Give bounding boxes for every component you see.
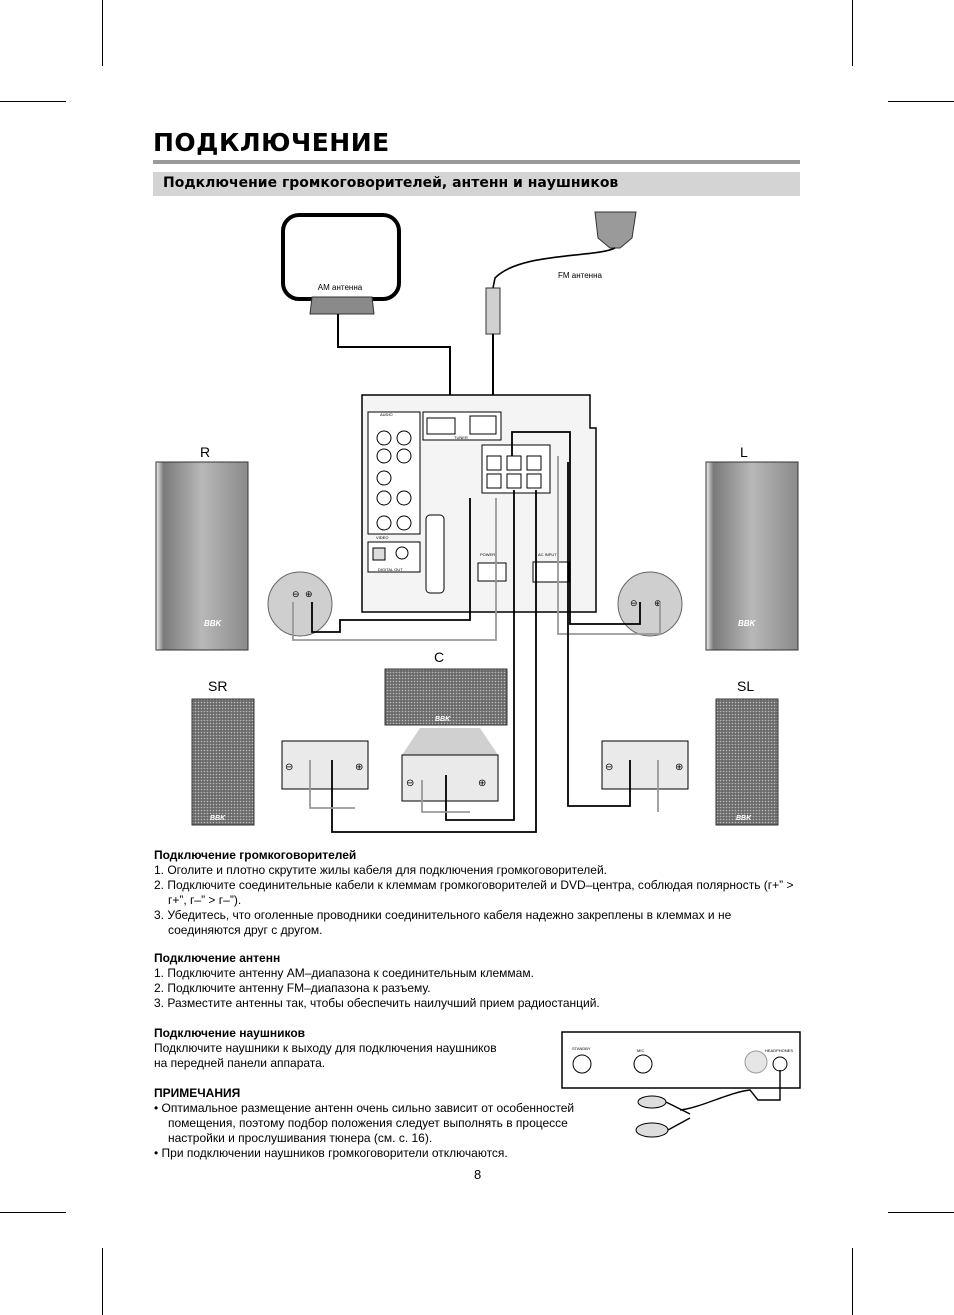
svg-text:⊖: ⊖	[406, 778, 414, 789]
speaker-c: C BBK ⊖ ⊕	[384, 649, 508, 802]
svg-text:DIGITAL OUT: DIGITAL OUT	[378, 567, 403, 572]
svg-text:SR: SR	[208, 678, 227, 694]
crop-mark	[102, 0, 103, 66]
svg-text:⊕: ⊕	[478, 778, 486, 789]
am-antenna: AM антенна	[281, 213, 401, 315]
svg-text:⊕: ⊕	[654, 598, 662, 608]
svg-text:BBK: BBK	[210, 815, 226, 822]
crop-mark	[888, 101, 954, 102]
fm-antenna: FM антенна	[485, 211, 637, 335]
list-item: • При подключении наушников громкоговори…	[154, 1146, 508, 1160]
notes-section: ПРИМЕЧАНИЯ • Оптимальное размещение анте…	[154, 1086, 624, 1161]
antennas-section: Подключение антенн 1. Подключите антенну…	[154, 951, 794, 1011]
headphones-text: Подключите наушники к выходу для подключ…	[154, 1041, 497, 1055]
svg-text:L: L	[740, 444, 748, 460]
speaker-sl: SL BBK ⊖ ⊕	[601, 678, 779, 826]
connection-diagram: AM антенна FM антенна AUDIO VIDEO DIGITA…	[155, 211, 799, 833]
speaker-sr: SR BBK ⊖ ⊕	[191, 678, 369, 826]
svg-text:⊖: ⊖	[630, 598, 638, 608]
svg-text:HEADPHONES: HEADPHONES	[765, 1048, 793, 1053]
svg-text:C: C	[434, 649, 444, 665]
list-item: 3. Убедитесь, что оголенные проводники с…	[154, 908, 732, 937]
rear-panel: AUDIO VIDEO DIGITAL OUT TUNER POWER AC I…	[361, 394, 597, 613]
list-item: 2. Подключите соединительные кабели к кл…	[154, 878, 794, 907]
svg-text:POWER: POWER	[480, 552, 495, 557]
svg-text:⊕: ⊕	[305, 589, 313, 599]
antennas-heading: Подключение антенн	[154, 951, 281, 965]
headphones-heading: Подключение наушников	[154, 1026, 306, 1040]
svg-text:BBK: BBK	[435, 716, 451, 723]
crop-mark	[0, 101, 66, 102]
speaker-r: R BBK ⊖ ⊕	[155, 444, 333, 651]
page-title: ПОДКЛЮЧЕНИЕ	[153, 128, 390, 157]
svg-text:⊖: ⊖	[285, 762, 293, 773]
crop-mark	[852, 1248, 853, 1315]
svg-text:STANDBY: STANDBY	[572, 1046, 591, 1051]
notes-heading: ПРИМЕЧАНИЯ	[154, 1086, 241, 1100]
crop-mark	[888, 1212, 954, 1213]
svg-text:BBK: BBK	[736, 815, 752, 822]
svg-text:BBK: BBK	[738, 619, 757, 628]
svg-text:BBK: BBK	[204, 619, 223, 628]
front-panel-diagram: STANDBY MIC HEADPHONES	[561, 1031, 801, 1138]
speakers-section: Подключение громкоговорителей 1. Оголите…	[154, 848, 794, 938]
svg-text:⊕: ⊕	[675, 762, 683, 773]
list-item: 3. Разместите антенны так, чтобы обеспеч…	[154, 996, 600, 1010]
svg-text:MIC: MIC	[637, 1048, 644, 1053]
svg-text:SL: SL	[737, 678, 754, 694]
svg-text:AUDIO: AUDIO	[380, 412, 393, 417]
fm-antenna-label: FM антенна	[558, 271, 603, 280]
title-rule	[153, 160, 800, 164]
svg-text:R: R	[200, 444, 210, 460]
crop-mark	[0, 1212, 66, 1213]
crop-mark	[102, 1248, 103, 1315]
svg-text:⊖: ⊖	[292, 589, 300, 599]
list-item: 1. Подключите антенну AM–диапазона к сое…	[154, 966, 534, 980]
list-item: • Оптимальное размещение антенн очень си…	[154, 1101, 575, 1145]
section-bar: Подключение громкоговорителей, антенн и …	[153, 172, 800, 196]
section-title: Подключение громкоговорителей, антенн и …	[163, 175, 619, 191]
svg-text:VIDEO: VIDEO	[376, 535, 388, 540]
crop-mark	[852, 0, 853, 66]
list-item: 2. Подключите антенну FM–диапазона к раз…	[154, 981, 431, 995]
list-item: 1. Оголите и плотно скрутите жилы кабеля…	[154, 863, 607, 877]
svg-text:⊖: ⊖	[605, 762, 613, 773]
speaker-l: L BBK ⊖ ⊕	[617, 444, 799, 651]
headphones-section: Подключение наушников Подключите наушник…	[154, 1026, 554, 1071]
svg-text:TUNER: TUNER	[454, 435, 468, 440]
svg-text:AC INPUT: AC INPUT	[538, 552, 557, 557]
page-number: 8	[474, 1167, 482, 1182]
headphones-text: на передней панели аппарата.	[154, 1056, 326, 1070]
speakers-heading: Подключение громкоговорителей	[154, 848, 357, 862]
am-antenna-label: AM антенна	[318, 283, 363, 292]
svg-text:⊕: ⊕	[355, 762, 363, 773]
